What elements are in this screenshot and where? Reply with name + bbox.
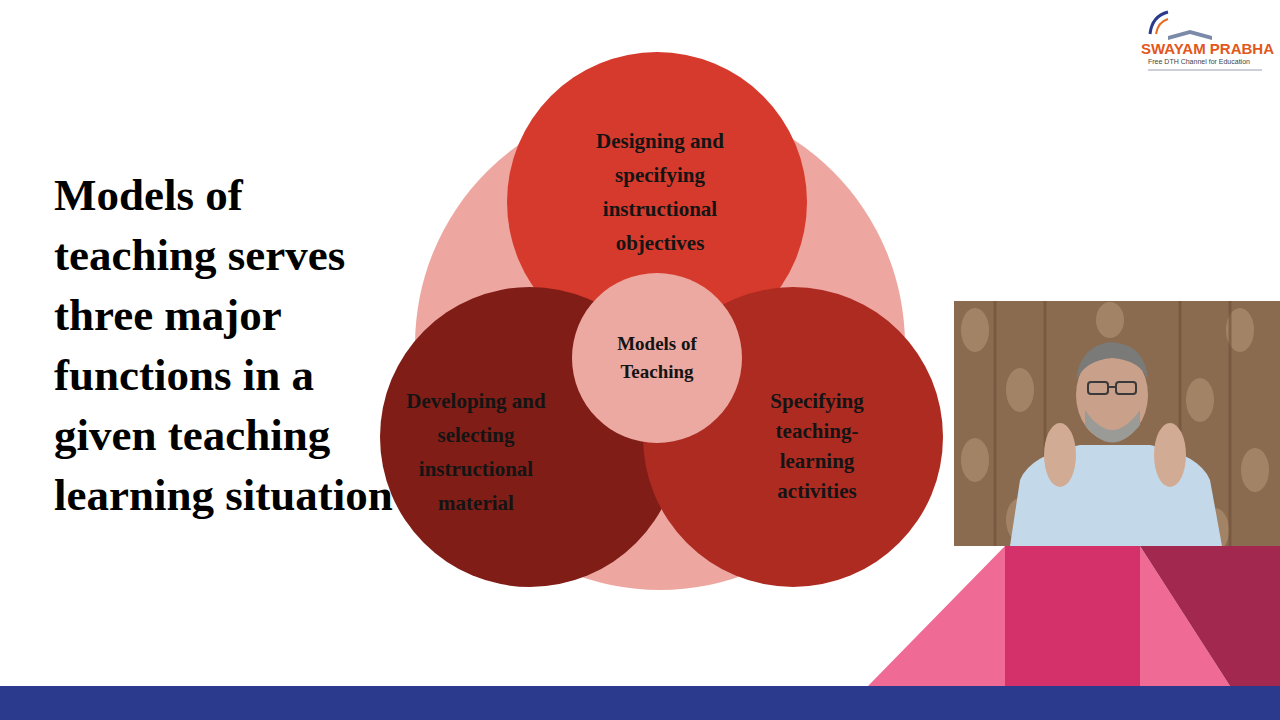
presenter-video [954,301,1280,552]
slide-heading: Models of teaching serves three major fu… [54,165,399,525]
circle-text-group: Developing and selecting instructional m… [390,384,562,520]
circle-label: Developing and selecting instructional m… [390,384,562,520]
circle-fill [572,273,742,443]
logo-tagline: Free DTH Channel for Education [1148,58,1250,65]
circle-label: Models of Teaching [617,330,697,386]
pink-triangle [868,546,1005,686]
circle-text-group: Designing and specifying instructional o… [574,124,746,260]
circle-text-group: Specifying teaching-learning activities [756,386,878,506]
circle-label: Specifying teaching-learning activities [756,386,878,506]
circle-node: Models of Teaching [572,273,742,443]
circle-label: Designing and specifying instructional o… [574,124,746,260]
pink-block [1005,546,1140,686]
circle-text-group: Models of Teaching [617,330,697,386]
circle-shape [572,273,742,443]
maroon-block [1140,546,1280,686]
bottom-bar [0,686,1280,720]
logo-wordmark: SWAYAM PRABHA [1141,40,1274,57]
